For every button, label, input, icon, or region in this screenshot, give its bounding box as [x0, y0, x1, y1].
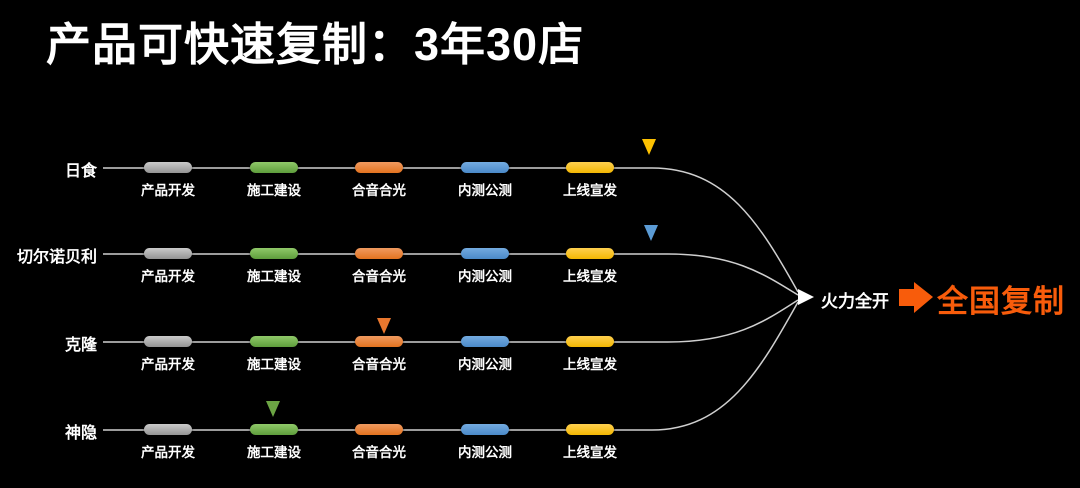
phase-label: 产品开发 [141, 445, 195, 460]
phase-label: 内测公测 [458, 445, 512, 460]
phase-label: 施工建设 [247, 445, 301, 460]
pill-beta-test [461, 162, 509, 173]
pill-launch [566, 424, 614, 435]
phase-label: 内测公测 [458, 269, 512, 284]
forward-arrow-icon [899, 282, 933, 313]
phase-label: 合音合光 [352, 357, 406, 372]
progress-marker-icon [642, 139, 656, 155]
convergence-arrowhead-icon [798, 289, 814, 305]
phase-label: 上线宣发 [563, 357, 617, 372]
convergence-label: 火力全开 [821, 292, 889, 311]
pill-product-dev [144, 162, 192, 173]
pill-beta-test [461, 336, 509, 347]
phase-label: 上线宣发 [563, 269, 617, 284]
phase-label: 产品开发 [141, 357, 195, 372]
progress-marker-icon [644, 225, 658, 241]
phase-label: 内测公测 [458, 357, 512, 372]
pill-product-dev [144, 424, 192, 435]
row-label: 日食 [64, 163, 97, 180]
pill-product-dev [144, 336, 192, 347]
row-label: 切尔诺贝利 [16, 249, 97, 266]
phase-label: 上线宣发 [563, 183, 617, 198]
phase-label: 内测公测 [458, 183, 512, 198]
pill-construction [250, 162, 298, 173]
pill-sound-light [355, 248, 403, 259]
phase-label: 产品开发 [141, 183, 195, 198]
phase-label: 施工建设 [247, 183, 301, 198]
pill-sound-light [355, 424, 403, 435]
progress-marker-icon [266, 401, 280, 417]
pill-product-dev [144, 248, 192, 259]
pill-launch [566, 248, 614, 259]
pill-construction [250, 424, 298, 435]
pill-launch [566, 162, 614, 173]
row-label: 克隆 [64, 337, 97, 354]
progress-marker-icon [377, 318, 391, 334]
result-label: 全国复制 [937, 284, 1065, 319]
pill-construction [250, 336, 298, 347]
page-title: 产品可快速复制：3年30店 [46, 19, 585, 70]
phase-label: 合音合光 [352, 269, 406, 284]
forward-arrow-tail [899, 289, 914, 306]
pill-beta-test [461, 424, 509, 435]
pill-launch [566, 336, 614, 347]
phase-label: 上线宣发 [563, 445, 617, 460]
phase-label: 施工建设 [247, 269, 301, 284]
phase-label: 合音合光 [352, 183, 406, 198]
row-label: 神隐 [64, 425, 97, 442]
forward-arrow-head [914, 282, 933, 313]
pill-sound-light [355, 336, 403, 347]
phase-label: 产品开发 [141, 269, 195, 284]
pill-sound-light [355, 162, 403, 173]
phase-label: 施工建设 [247, 357, 301, 372]
phase-label: 合音合光 [352, 445, 406, 460]
pill-beta-test [461, 248, 509, 259]
timeline-line-row3 [103, 299, 799, 343]
pill-construction [250, 248, 298, 259]
